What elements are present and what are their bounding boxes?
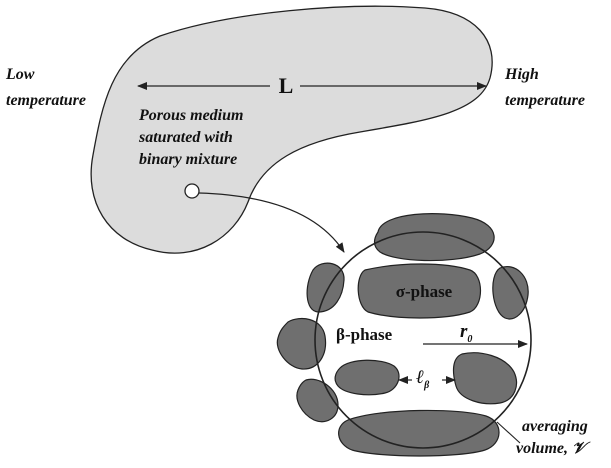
grain [454,353,517,404]
pore-length-label: ℓβ [416,368,429,391]
grain [493,267,528,319]
low-temp-label-line2: temperature [6,93,86,110]
averaging-label-line2: volume, 𝒱 [516,441,585,458]
beta-phase-label: β-phase [336,326,392,344]
medium-label-line3: binary mixture [139,152,237,169]
high-temp-label-line2: temperature [505,93,585,110]
high-temp-label-line1: High [505,67,539,84]
grain [339,410,499,456]
averaging-volume-marker [185,184,199,198]
radius-label: r0 [460,322,472,345]
sigma-phase-label: σ-phase [372,283,476,301]
grain [335,360,399,395]
radius-subscript: 0 [467,334,472,345]
pore-length-subscript: β [424,380,429,391]
medium-label-line2: saturated with [139,130,233,147]
low-temp-label-line1: Low [6,67,34,84]
grain [307,263,344,312]
medium-label-line1: Porous medium [139,108,243,125]
averaging-label-line1: averaging [522,419,588,436]
length-label: L [276,74,296,97]
grain [297,379,338,421]
grain [277,319,325,370]
pore-length-symbol: ℓ [416,367,424,388]
